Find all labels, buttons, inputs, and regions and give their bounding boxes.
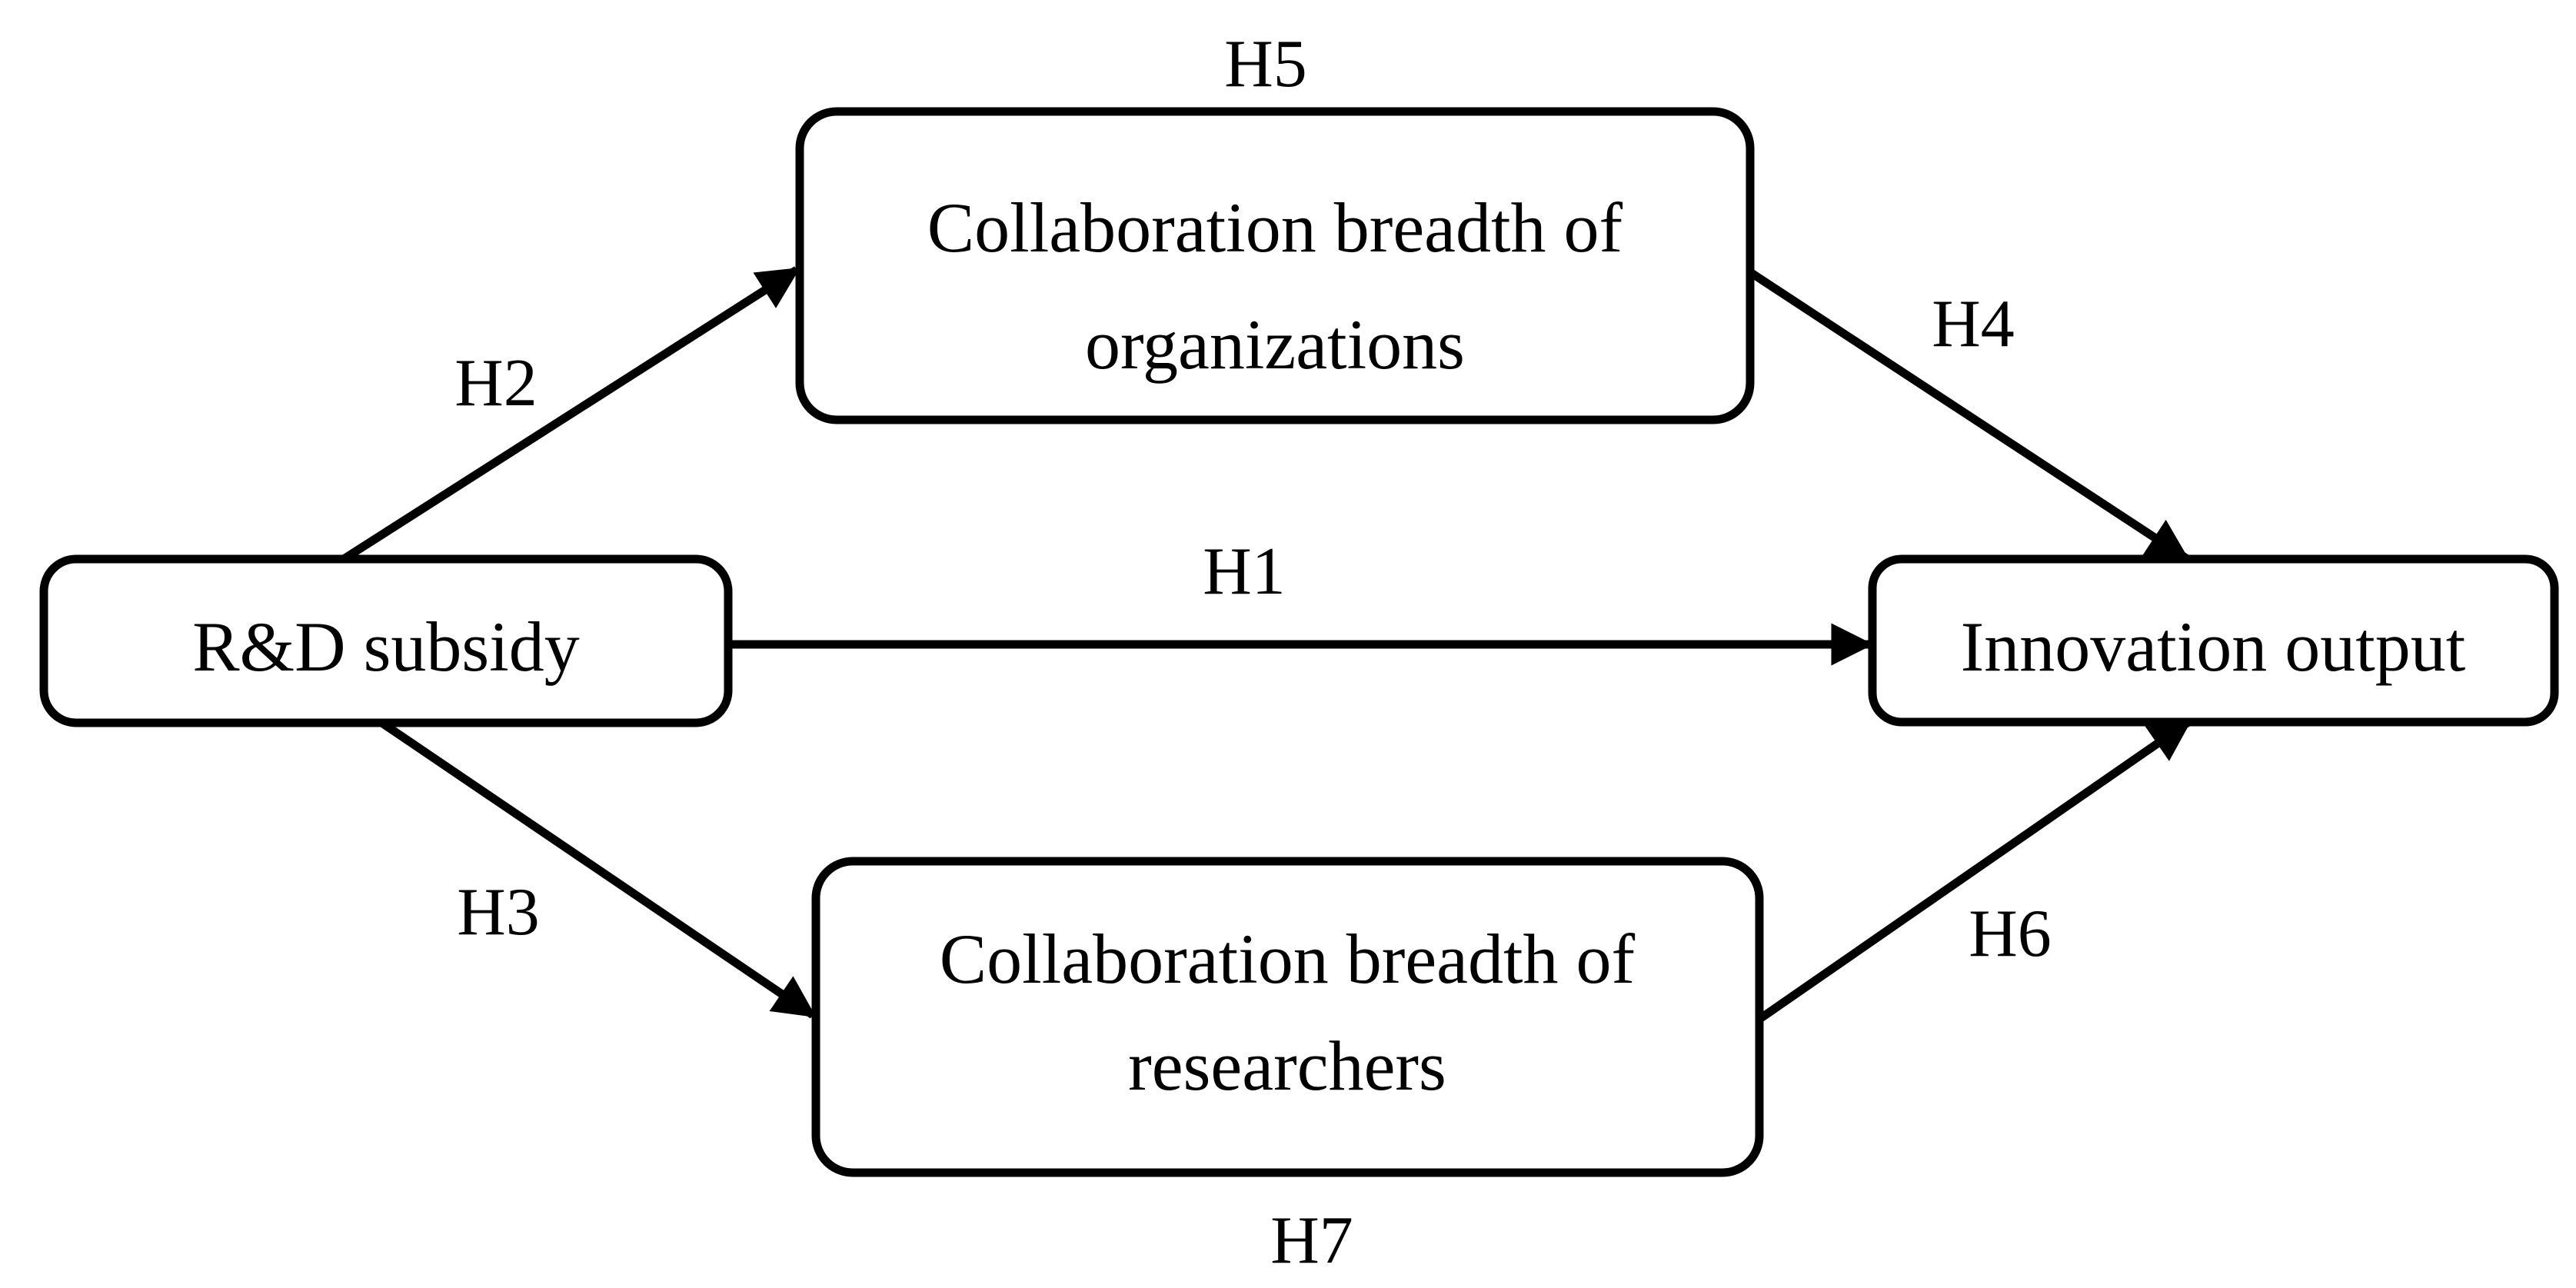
node-box-collab-breadth-organizations bbox=[795, 107, 1755, 424]
edge-label-h4: H4 bbox=[1932, 287, 2015, 361]
edge-label-h7: H7 bbox=[1270, 1203, 1353, 1278]
edge-label-h3: H3 bbox=[457, 875, 540, 950]
node-label-innovation-output: Innovation output bbox=[1961, 607, 2466, 686]
edge-label-h6: H6 bbox=[1969, 897, 2052, 971]
node-label-collab-res-line2: researchers bbox=[1128, 1027, 1446, 1105]
edge-label-h1: H1 bbox=[1203, 534, 1286, 609]
node-label-collab-org-line2: organizations bbox=[1085, 305, 1465, 384]
edge-h4-arrow bbox=[1747, 268, 2190, 562]
node-label-collab-res-line1: Collaboration breadth of bbox=[940, 920, 1636, 998]
node-label-rd-subsidy: R&D subsidy bbox=[192, 607, 580, 686]
node-label-collab-org-line1: Collaboration breadth of bbox=[927, 188, 1623, 267]
node-box-collab-breadth-researchers bbox=[811, 857, 1764, 1177]
edge-label-h2: H2 bbox=[454, 346, 537, 421]
node-box-innovation-output bbox=[1868, 554, 2559, 727]
node-box-rd-subsidy bbox=[39, 554, 733, 727]
edge-h2-arrow bbox=[341, 266, 800, 563]
edge-label-h5: H5 bbox=[1224, 27, 1307, 102]
edge-h3-arrow bbox=[380, 720, 817, 1019]
edge-h6-arrow bbox=[1758, 718, 2192, 1022]
